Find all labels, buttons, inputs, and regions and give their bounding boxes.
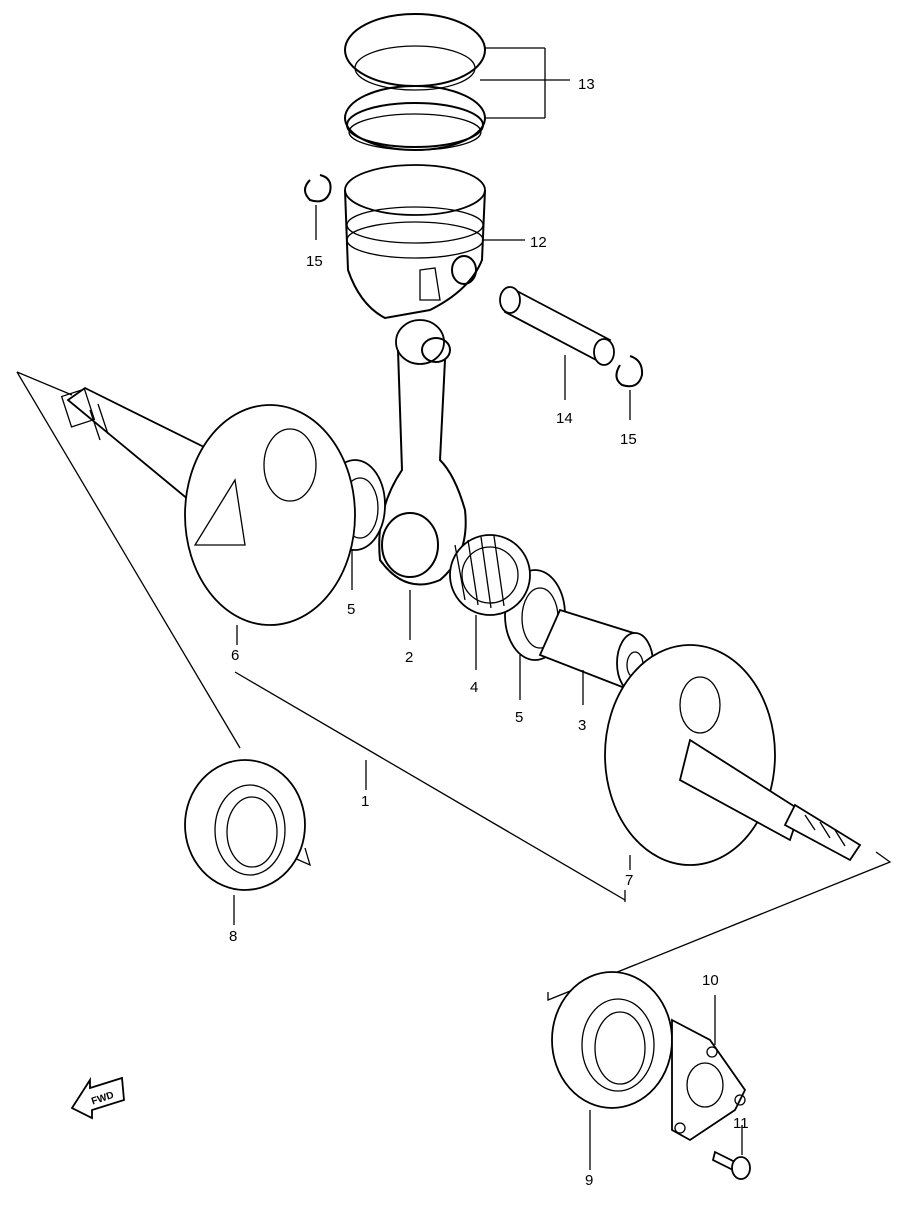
bearing-retainer [671,995,747,1142]
callout-14: 14 [556,410,573,427]
callout-2: 2 [405,649,413,666]
piston-rings [344,13,570,151]
callout-15-right: 15 [620,431,637,448]
callout-4: 4 [470,679,478,696]
callout-7: 7 [625,872,633,889]
callout-5-right: 5 [515,709,523,726]
retainer-screw [711,1125,751,1180]
crankshaft-left-half [60,386,356,645]
piston-pin [499,286,615,400]
callout-15-left: 15 [306,253,323,270]
connecting-rod [378,319,467,640]
callout-13: 13 [578,76,595,93]
circlip-left [304,174,332,240]
callout-5-left: 5 [347,601,355,618]
circlip-right [615,355,644,420]
crankshaft-right-half [604,644,862,870]
callout-10: 10 [702,972,719,989]
assembly-bracket [16,371,892,1001]
callout-3: 3 [578,717,586,734]
callout-11: 11 [733,1115,749,1132]
main-bearing-right [551,971,673,1170]
needle-bearing [449,534,531,670]
piston [344,164,525,320]
callout-8: 8 [229,928,237,945]
callout-9: 9 [585,1172,593,1189]
callout-1: 1 [361,793,369,810]
callout-6: 6 [231,647,239,664]
callout-12: 12 [530,234,547,251]
fwd-arrow-icon: FWD [70,1076,125,1120]
main-bearing-left [184,759,306,925]
